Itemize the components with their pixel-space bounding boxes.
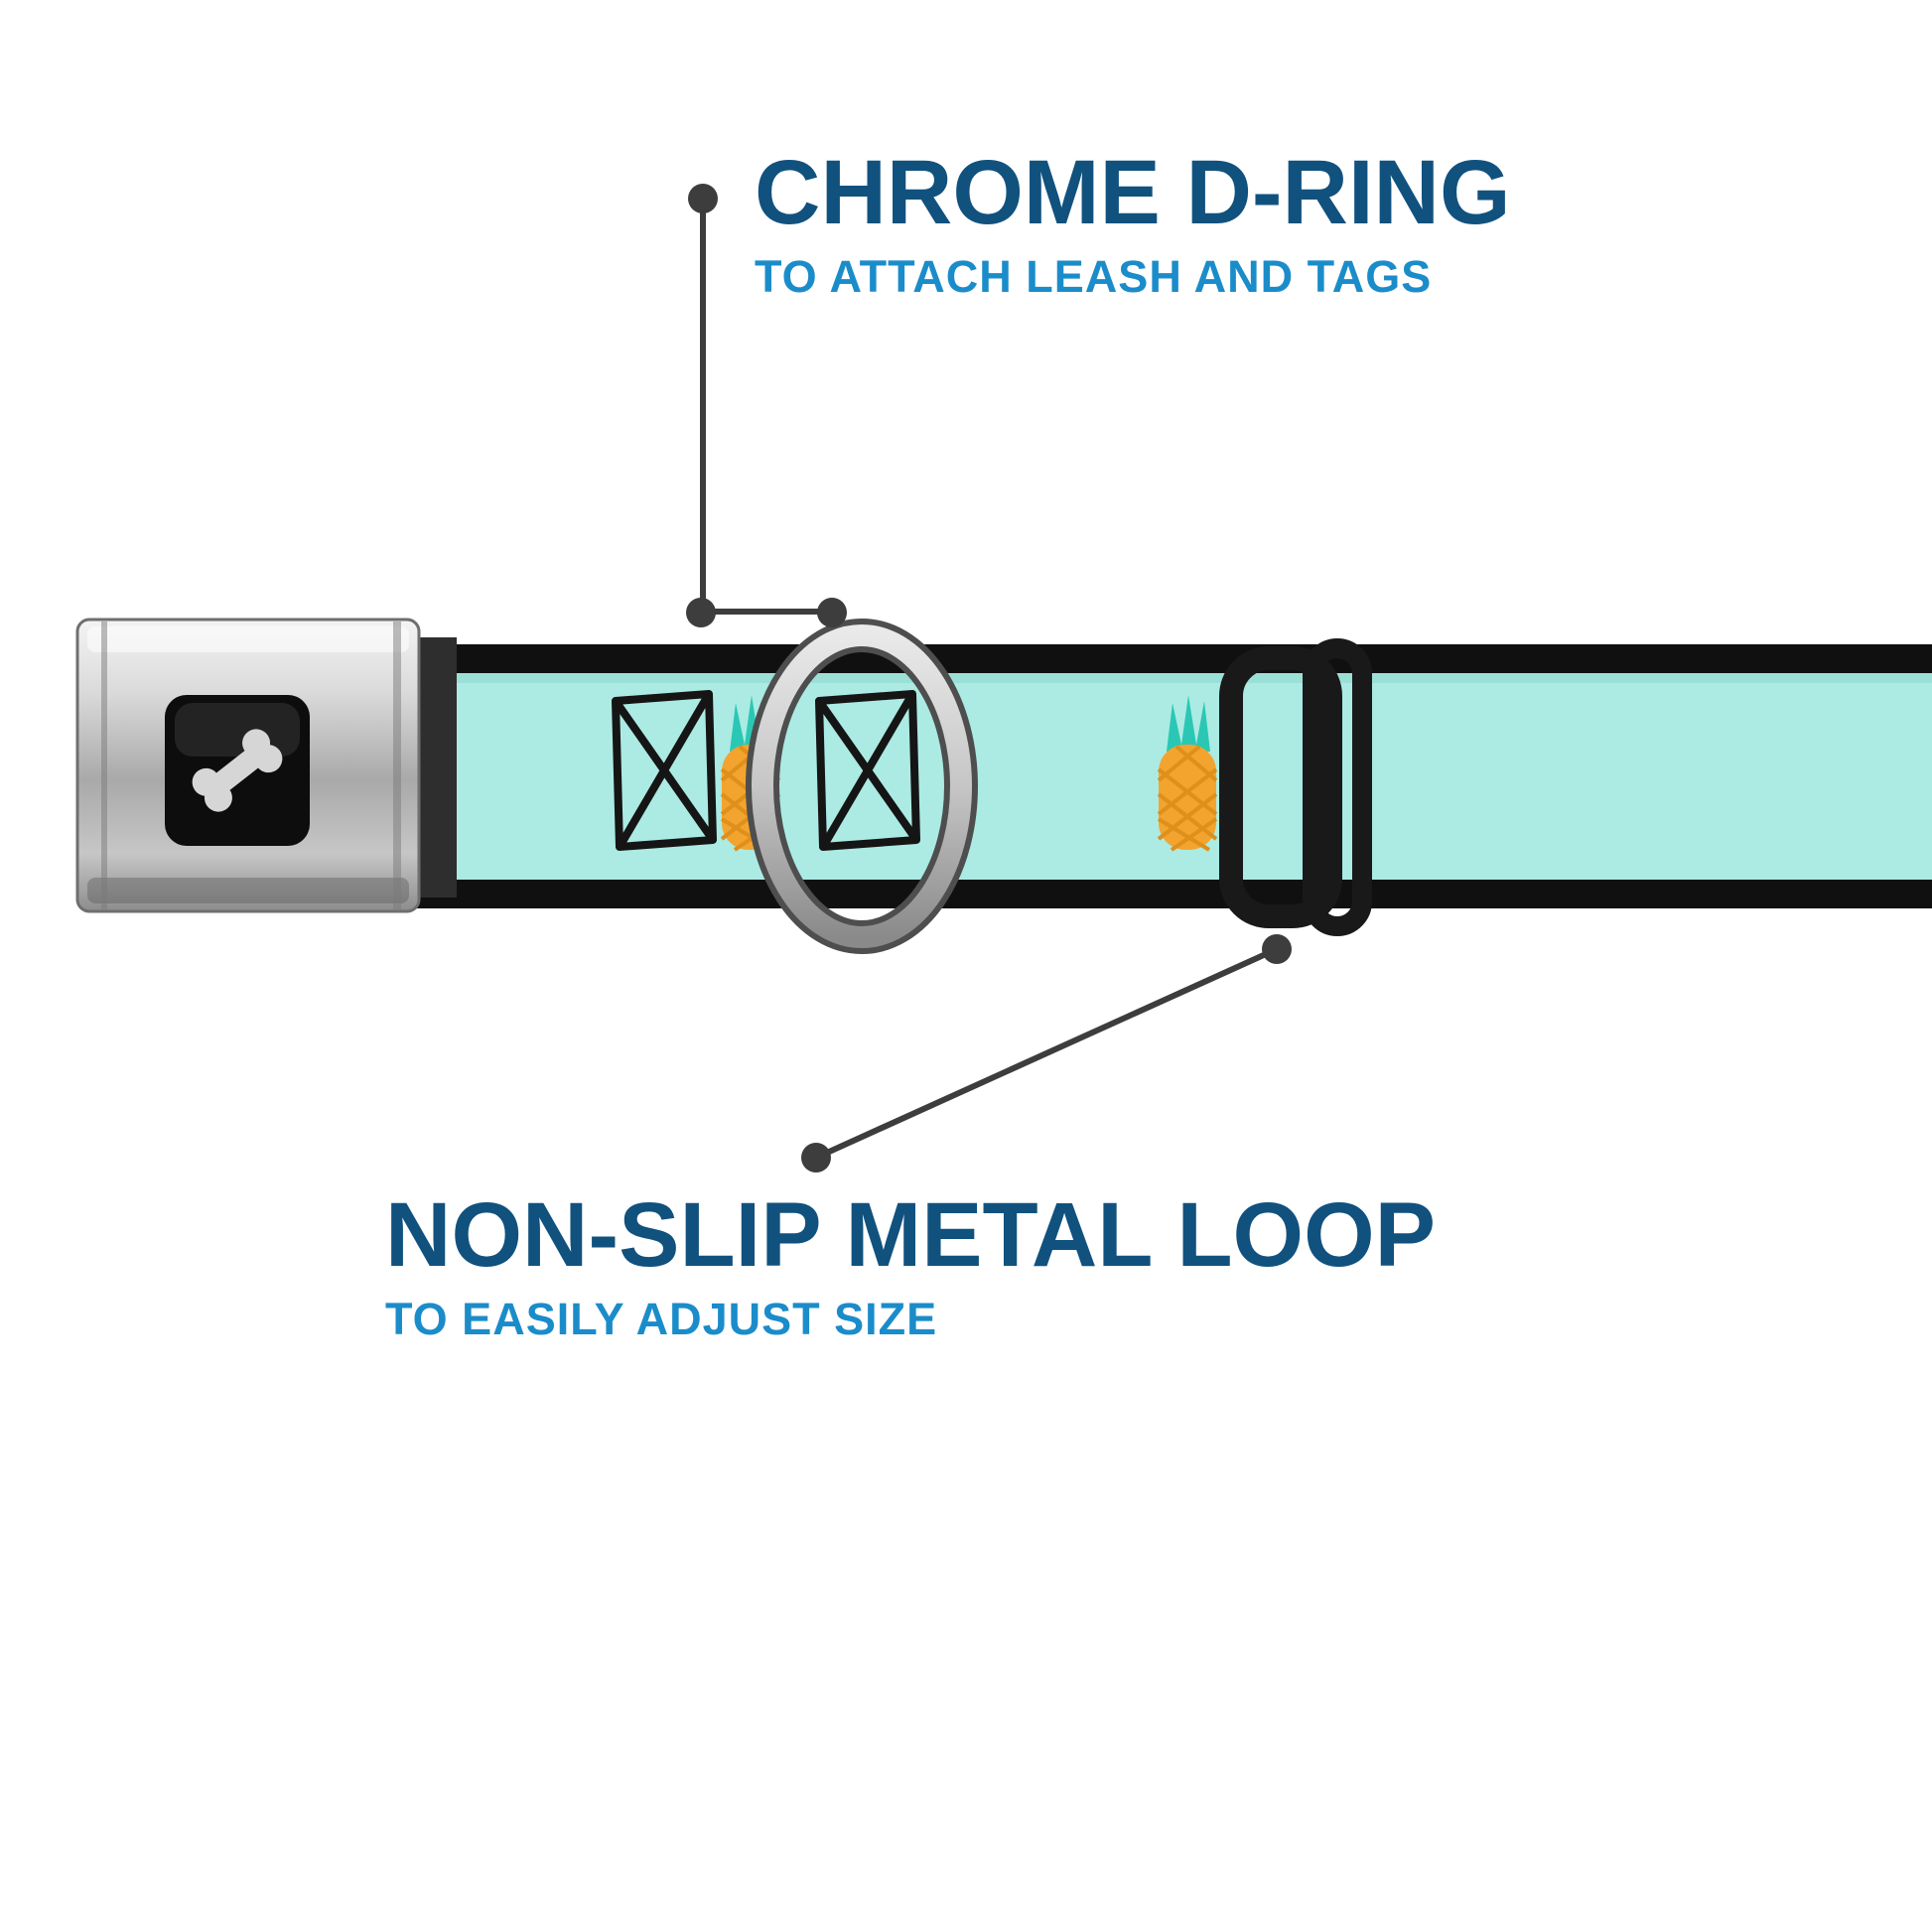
- d-ring-icon: [746, 619, 978, 954]
- top-callout-title: CHROME D-RING: [755, 142, 1511, 243]
- callout-dot: [817, 598, 847, 627]
- buckle: [75, 618, 457, 913]
- callout-dot: [801, 1143, 831, 1173]
- callout-dot: [1262, 934, 1292, 964]
- callout-dot: [688, 184, 718, 213]
- top-callout-line: [686, 184, 847, 627]
- callout-bottom: NON-SLIP METAL LOOP TO EASILY ADJUST SIZ…: [385, 1189, 1436, 1341]
- metal-loop-slider: [1219, 638, 1372, 936]
- callout-top: CHROME D-RING TO ATTACH LEASH AND TAGS: [755, 147, 1511, 299]
- top-callout-subtitle: TO ATTACH LEASH AND TAGS: [755, 251, 1433, 302]
- dog-bone-icon: [192, 729, 283, 812]
- bottom-callout-title: NON-SLIP METAL LOOP: [385, 1184, 1437, 1286]
- bottom-callout-subtitle: TO EASILY ADJUST SIZE: [385, 1294, 938, 1344]
- bottom-callout-line: [801, 934, 1292, 1173]
- callout-dot: [686, 598, 716, 627]
